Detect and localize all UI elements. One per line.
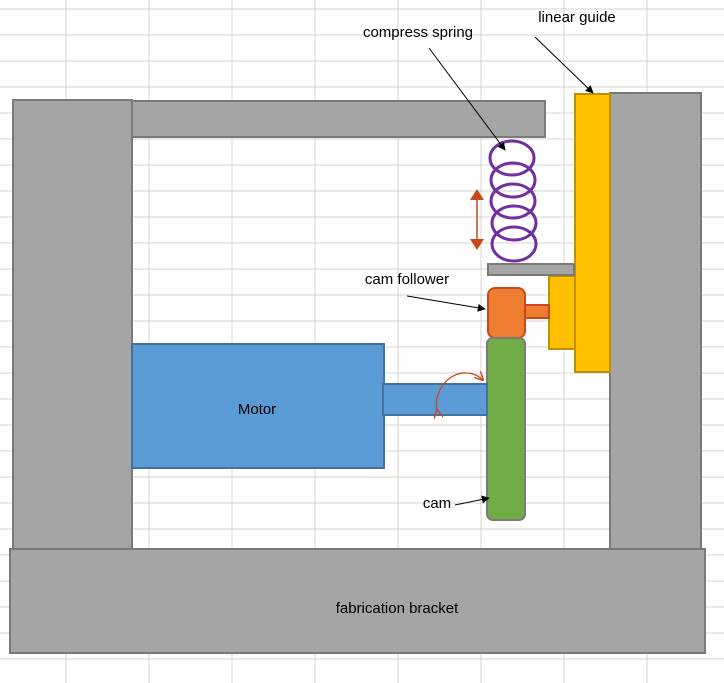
cam (486, 337, 526, 521)
motor-label: Motor (238, 401, 276, 418)
top-arm (131, 100, 546, 138)
vertical-motion-arrow (470, 189, 484, 250)
cam-follower-callout (406, 295, 486, 312)
spring-coil (490, 204, 538, 242)
fabrication-bracket-label: fabrication bracket (336, 600, 459, 617)
cam-follower-label: cam follower (365, 271, 449, 288)
linear-guide-rail (574, 93, 611, 373)
spring-coil (490, 225, 538, 263)
linear-guide-callout (534, 36, 594, 94)
spring-coil (489, 182, 537, 220)
cam-follower (487, 287, 526, 339)
cam-callout (454, 495, 490, 506)
right-pillar (609, 92, 702, 550)
linear-guide-slider (548, 275, 576, 350)
compress-spring-callout (428, 47, 506, 151)
linear-guide-label: linear guide (538, 9, 616, 26)
compress-spring (488, 139, 538, 263)
spring-coil (489, 161, 537, 199)
left-pillar (12, 99, 133, 550)
fabrication-bracket (9, 548, 706, 654)
compress-spring-label: compress spring (363, 24, 473, 41)
spring-coil (488, 139, 536, 177)
motor-shaft (382, 383, 488, 416)
spring-plate (487, 263, 575, 276)
cam-follower-stem (524, 304, 550, 319)
cam-label: cam (423, 495, 451, 512)
rotation-arrow (436, 373, 483, 410)
